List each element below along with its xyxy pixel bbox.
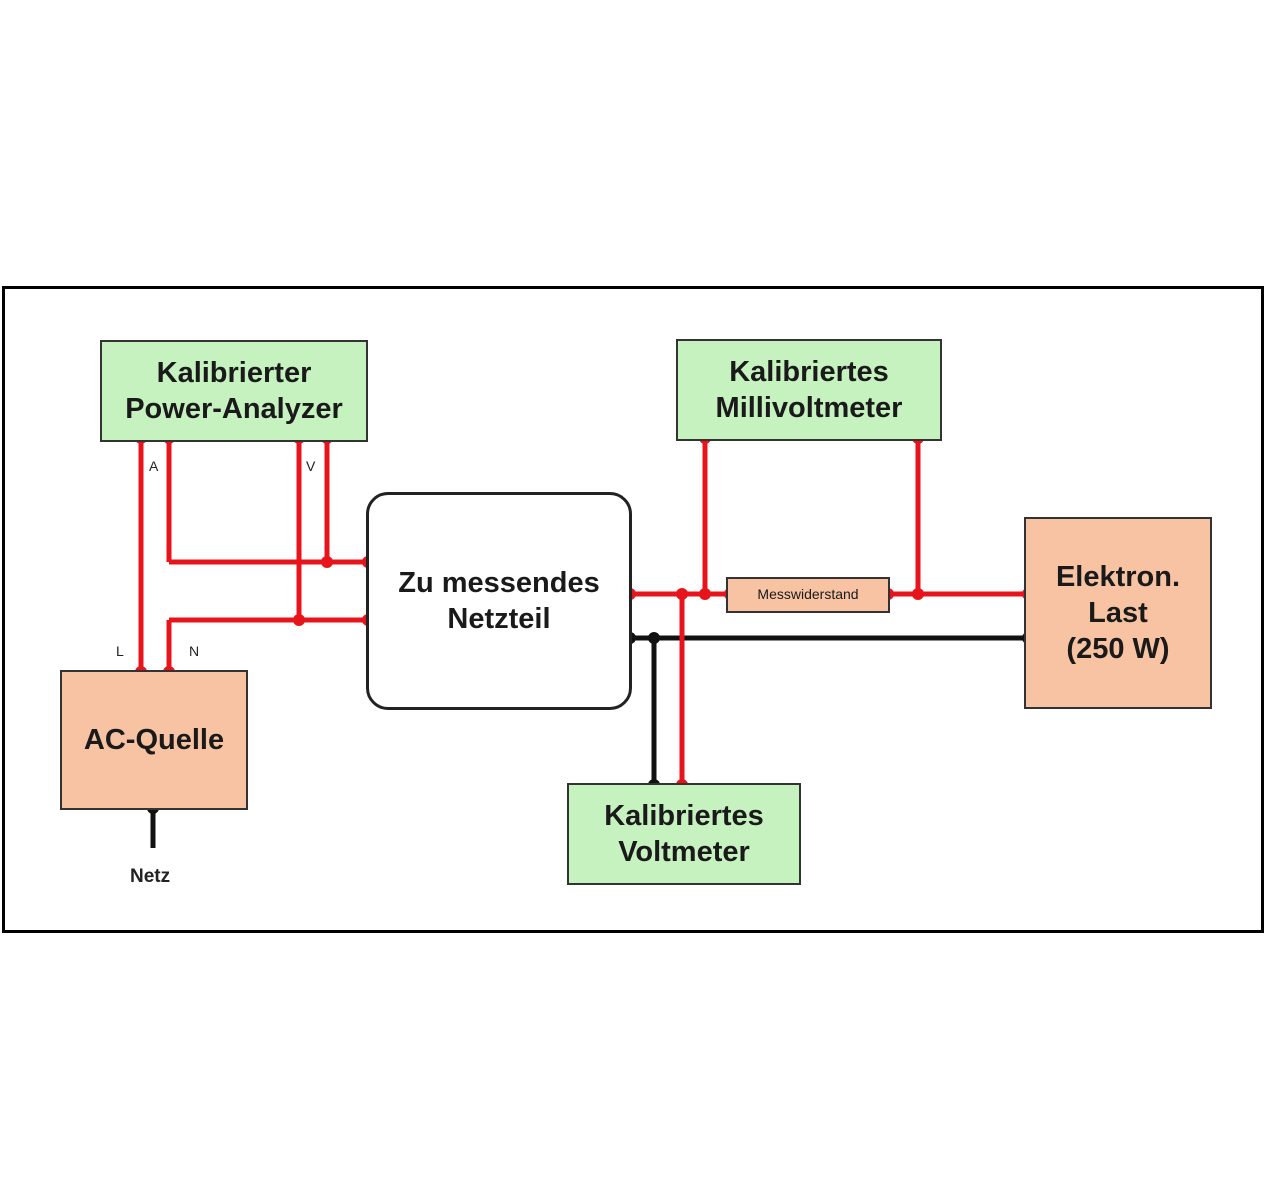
voltmeter-box: Kalibriertes Voltmeter [567,783,801,885]
pin-label-l: L [116,643,124,659]
black-wires [150,635,1028,848]
power-analyzer-line2: Power-Analyzer [125,393,343,425]
pin-label-v: V [306,458,316,474]
junction-dot [676,588,688,600]
shunt-resistor-box: Messwiderstand [726,577,890,613]
dut-box: Zu messendes Netzteil [366,492,632,710]
load-line2: Last [1088,596,1148,629]
power-analyzer-line1: Kalibrierter [156,356,312,389]
power-analyzer-box: Kalibrierter Power-Analyzer [100,340,368,442]
resistor-label: Messwiderstand [757,586,859,603]
junction-dot [293,614,305,626]
junction-dot [321,556,333,568]
voltmeter-line2: Voltmeter [618,836,750,868]
ac-source-box: AC-Quelle [60,670,248,810]
junction-dot [699,588,711,600]
millivoltmeter-box: Kalibriertes Millivoltmeter [676,339,942,441]
millivoltmeter-line2: Millivoltmeter [715,392,903,424]
voltmeter-line1: Kalibriertes [604,799,764,832]
ac-source-label: AC-Quelle [83,723,225,756]
junction-dot [648,632,660,644]
mains-label: Netz [130,866,171,887]
pin-label-n: N [189,643,200,659]
dut-line2: Netzteil [447,603,551,635]
load-line3: (250 W) [1066,633,1170,666]
junction-dot [912,588,924,600]
diagram-frame [2,286,1264,933]
millivoltmeter-line1: Kalibriertes [729,355,889,388]
load-line1: Elektron. [1055,560,1181,593]
dut-line1: Zu messendes [398,566,600,599]
pin-label-a: A [149,458,159,474]
electronic-load-box: Elektron. Last (250 W) [1024,517,1212,709]
red-wires [138,438,1028,785]
